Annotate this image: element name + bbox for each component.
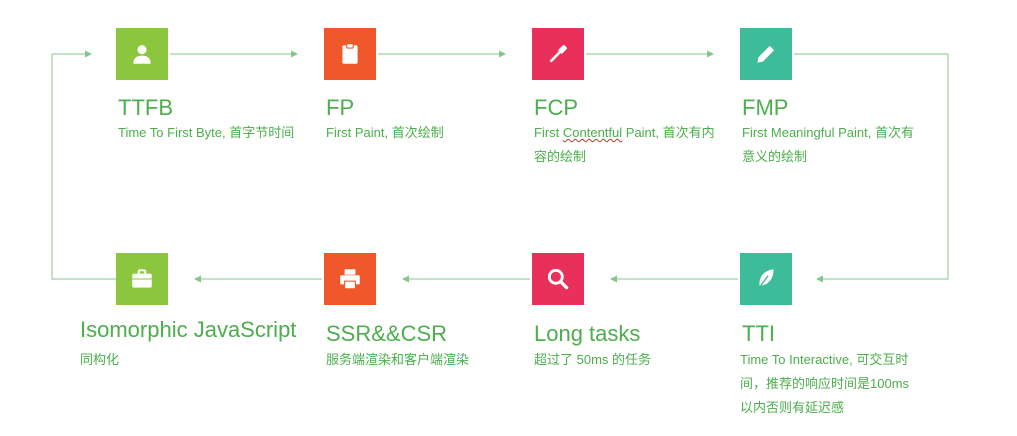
ssr-desc: 服务端渲染和客户端渲染 bbox=[326, 352, 470, 367]
iso-tile bbox=[116, 253, 168, 305]
fp-tile bbox=[324, 28, 376, 80]
fcp-title: FCP bbox=[534, 95, 578, 120]
brush-icon bbox=[549, 45, 567, 63]
fcp-desc: First Contentful Paint, 首次有内容的绘制 bbox=[534, 125, 715, 164]
feather-icon bbox=[757, 269, 774, 290]
tti-title: TTI bbox=[742, 321, 775, 346]
longtasks-title: Long tasks bbox=[534, 321, 641, 346]
arrow-iso-to-ttfb bbox=[51, 53, 116, 280]
printer-icon bbox=[340, 269, 360, 290]
fcp-tile bbox=[532, 28, 584, 80]
iso-title: Isomorphic JavaScript bbox=[80, 317, 297, 342]
fmp-title: FMP bbox=[742, 95, 789, 120]
fmp-tile bbox=[740, 28, 792, 80]
longtasks-desc: 超过了 50ms 的任务 bbox=[534, 352, 652, 367]
ttfb-desc: Time To First Byte, 首字节时间 bbox=[118, 125, 295, 140]
user-icon bbox=[133, 45, 151, 64]
ttfb-title: TTFB bbox=[118, 95, 173, 120]
fcp-desc-highlight: Contentful bbox=[562, 125, 623, 140]
ssr-title: SSR&&CSR bbox=[326, 321, 448, 346]
ssr-tile bbox=[324, 253, 376, 305]
ttfb-tile bbox=[116, 28, 168, 80]
clipboard-icon bbox=[342, 43, 358, 64]
fmp-desc: First Meaningful Paint, 首次有意义的绘制 bbox=[742, 125, 914, 164]
tti-tile bbox=[740, 253, 792, 305]
fp-desc: First Paint, 首次绘制 bbox=[326, 125, 444, 140]
fp-title: FP bbox=[326, 95, 355, 120]
tti-desc: Time To Interactive, 可交互时间，推荐的响应时间是100ms… bbox=[740, 352, 910, 415]
search-icon bbox=[547, 268, 569, 290]
pencil-icon bbox=[757, 45, 775, 63]
longtasks-tile bbox=[532, 253, 584, 305]
iso-desc: 同构化 bbox=[80, 352, 120, 367]
briefcase-icon bbox=[132, 269, 152, 288]
